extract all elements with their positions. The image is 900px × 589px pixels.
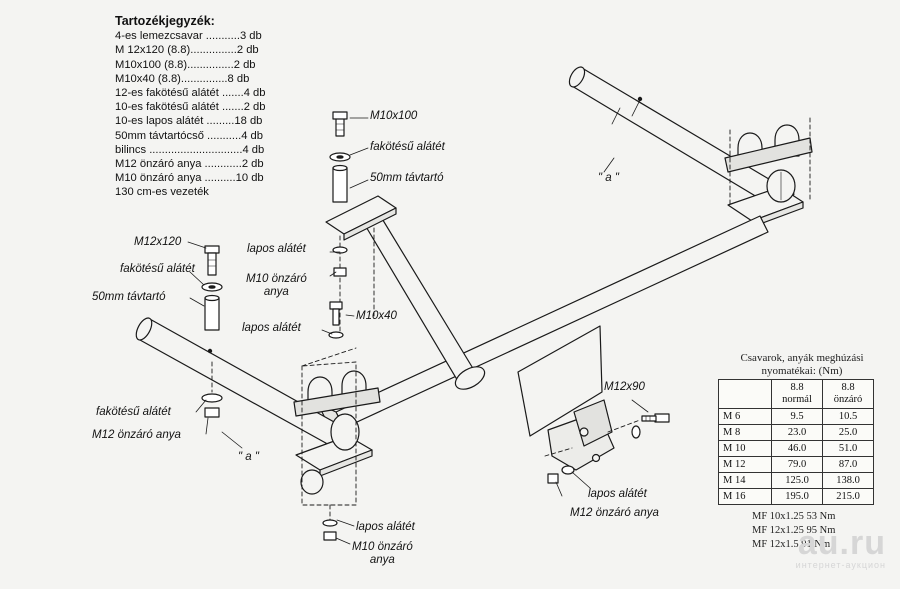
torque-table-title: Csavarok, anyák meghúzási nyomatékai: (N… [712,352,892,378]
watermark: au.ru интернет-аукцион [796,526,886,570]
torque-cell: 9.5 [771,408,823,425]
brace-tube [361,211,486,390]
torque-title-line-2: nyomatékai: (Nm) [761,365,843,377]
torque-cell: 25.0 [822,424,874,441]
parts-list-item: 10-es lapos alátét .........18 db [115,115,263,128]
parts-list-item: M 12x120 (8.8)...............2 db [115,44,259,57]
label-m10-onzaro-bottom: M10 önzáró anya [352,541,413,567]
label-lapos-alatet-2: lapos alátét [242,322,301,334]
torque-cell: 51.0 [822,440,874,457]
torque-note: MF 10x1.25 53 Nm [752,511,836,522]
m12x90-bolt [547,413,670,484]
torque-cell: M 8 [718,424,772,441]
torque-note: MF 12x1.5 91 Nm [752,539,831,550]
torque-table-row: M 16 195.0 215.0 [718,488,874,505]
label-fakotesu-alatet-top: fakötésű alátét [370,141,445,153]
label-m10x100: M10x100 [370,110,418,122]
torque-cell: 46.0 [771,440,823,457]
label-m12x120: M12x120 [134,236,182,248]
torque-cell: 87.0 [822,456,874,473]
ball-mount-plate [517,325,615,471]
torque-cell: 23.0 [771,424,823,441]
m10x40-bolt [328,301,344,339]
label-fakotesu-alatet-left: fakötésű alátét [120,263,195,275]
torque-header-cell [718,379,772,409]
parts-list-item: M10x40 (8.8)...............8 db [115,72,250,85]
torque-cell: M 10 [718,440,772,457]
label-m10x40: M10x40 [356,310,397,322]
parts-list-item: M12 önzáró anya ............2 db [115,158,264,171]
label-m12-onzaro-anya-left: M12 önzáró anya [92,429,181,441]
parts-list-title: Tartozékjegyzék: [115,14,215,28]
left-mounting-bracket [293,370,381,495]
parts-list-item: M10x100 (8.8)...............2 db [115,58,256,71]
label-lapos-alatet-1: lapos alátét [247,243,306,255]
torque-cell: 138.0 [822,472,874,489]
torque-cell: 125.0 [771,472,823,489]
torque-table-row: M 14 125.0 138.0 [718,472,874,489]
parts-list-item: 4-es lemezcsavar ...........3 db [115,30,262,43]
torque-table-row: M 10 46.0 51.0 [718,440,874,457]
torque-cell: M 16 [718,488,772,505]
torque-cell: M 12 [718,456,772,473]
torque-cell: 79.0 [771,456,823,473]
m12x120-bolt [201,245,223,418]
torque-table: 8.8 normál 8.8 önzáró M 6 9.5 10.5 M 8 2… [718,379,874,505]
label-tavtarto-top: 50mm távtartó [370,172,444,184]
torque-title-line-1: Csavarok, anyák meghúzási [740,352,864,364]
torque-header-cell: 8.8 önzáró [822,379,874,409]
torque-header-cell: 8.8 normál [771,379,823,409]
parts-list-item: M10 önzáró anya ..........10 db [115,172,264,185]
label-m10-onzaro-1: M10 önzáró anya [246,273,307,299]
torque-table-header: 8.8 normál 8.8 önzáró [718,379,874,409]
label-tavtarto-left: 50mm távtartó [92,291,166,303]
label-a-right: " a " [598,172,619,184]
label-anya-text: anya [263,286,289,298]
lower-left-nut [322,519,338,541]
watermark-site: au.ru [797,524,886,562]
label-m12x90: M12x90 [604,381,645,393]
m10x100-bolt [329,111,351,277]
label-m12-onzaro-anya-right: M12 önzáró anya [570,507,659,519]
torque-note: MF 12x1.25 95 Nm [752,525,836,536]
right-assembly-guides [729,117,811,206]
parts-list: Tartozékjegyzék: 4-es lemezcsavar ......… [115,14,266,200]
left-cross-tube [135,317,353,453]
torque-cell: 10.5 [822,408,874,425]
label-m10-onzaro-text: M10 önzáró [246,273,307,285]
upper-spacer-plate [325,195,397,241]
label-m10-onzaro-text: M10 önzáró [352,541,413,553]
torque-cell: 215.0 [822,488,874,505]
parts-list-item: 12-es fakötésű alátét .......4 db [115,87,266,100]
torque-table-row: M 8 23.0 25.0 [718,424,874,441]
label-a-left: " a " [238,451,259,463]
torque-cell: 195.0 [771,488,823,505]
parts-list-item: bilincs ..............................4 … [115,143,265,156]
label-lapos-alatet-bottom: lapos alátét [356,521,415,533]
parts-list-item: 130 cm-es vezeték [115,186,209,199]
watermark-tagline: интернет-аукцион [795,560,886,570]
label-fakotesu-alatet-lower: fakötésű alátét [96,406,171,418]
label-anya-text: anya [369,554,395,566]
torque-cell: M 6 [718,408,772,425]
leader-lines [187,117,649,545]
torque-table-row: M 6 9.5 10.5 [718,408,874,425]
torque-table-row: M 12 79.0 87.0 [718,456,874,473]
parts-list-item: 10-es fakötésű alátét .......2 db [115,101,266,114]
torque-cell: M 14 [718,472,772,489]
right-cross-tube [568,66,795,213]
label-lapos-alatet-right: lapos alátét [588,488,647,500]
parts-list-item: 50mm távtartócső ...........4 db [115,129,263,142]
